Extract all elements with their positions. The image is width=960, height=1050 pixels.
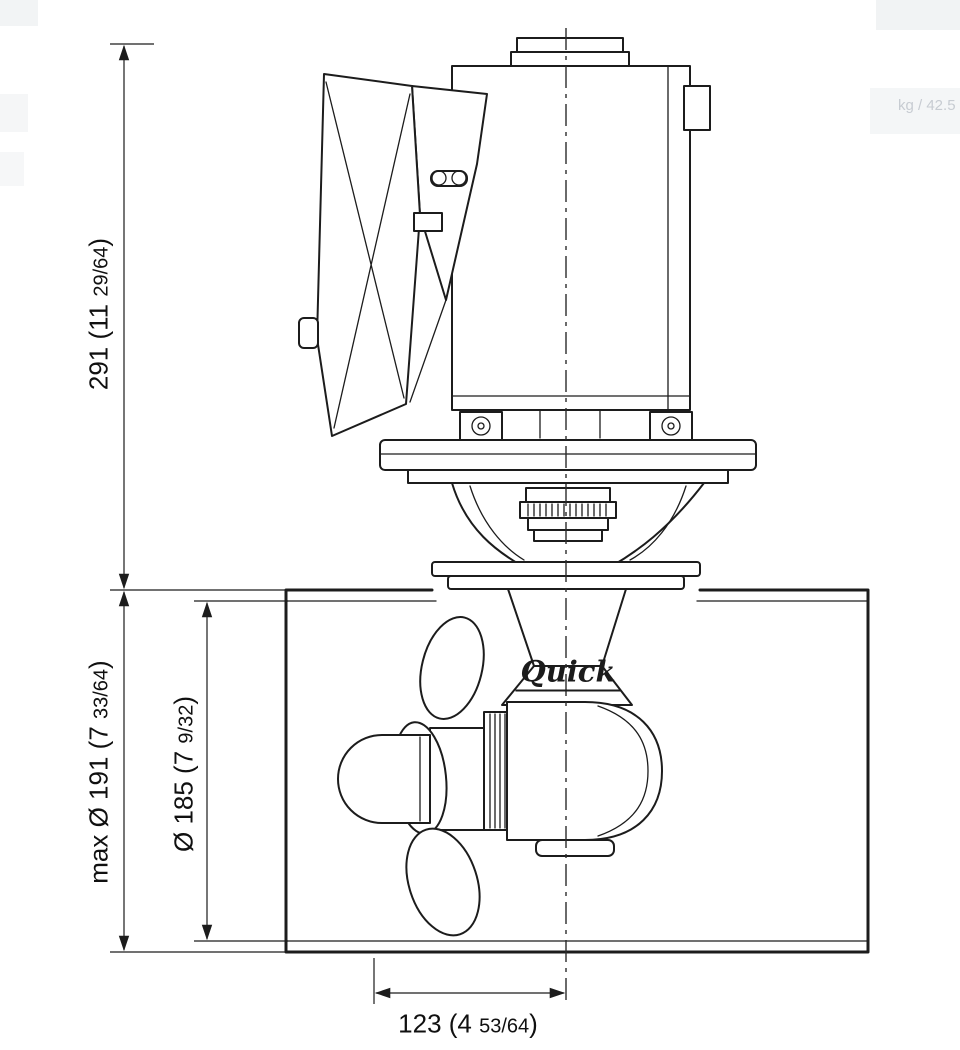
lift-handle xyxy=(430,170,468,187)
dim-text: 123 (4 xyxy=(398,1008,480,1039)
tunnel-diameter-dim-label: Ø 185 (7 9/32) xyxy=(169,696,200,852)
dim-text: Ø 185 (7 xyxy=(168,743,199,853)
max-diameter-dim-label: max Ø 191 (7 33/64) xyxy=(84,660,115,883)
dim-text: ) xyxy=(529,1008,538,1039)
quick-brand-logo: Quick xyxy=(515,655,621,692)
mounting-flange xyxy=(379,439,757,484)
dim-fraction: 53/64 xyxy=(479,1015,530,1038)
background-patches xyxy=(0,0,960,186)
kg-watermark-text: kg / 42.5 xyxy=(898,97,956,114)
propeller xyxy=(337,616,487,937)
junction-box xyxy=(683,85,711,131)
control-cover xyxy=(298,73,488,437)
dim-fraction: 29/64 xyxy=(90,246,113,297)
overall-height-dim-label: 291 (11 29/64) xyxy=(84,238,115,390)
dim-fraction: 9/32 xyxy=(175,704,198,744)
dim-text: ) xyxy=(168,695,199,705)
propeller-blade-upper xyxy=(419,616,485,720)
gearbox-pod xyxy=(483,701,663,857)
dim-text: ) xyxy=(83,660,114,669)
dim-text: 291 (11 xyxy=(83,296,114,391)
dim-fraction: 33/64 xyxy=(90,668,113,719)
hull-tunnel xyxy=(284,588,870,954)
propeller-hub-cap xyxy=(337,734,431,824)
dim-text: ) xyxy=(83,237,114,247)
motor-assembly xyxy=(451,37,711,441)
setback-dim-label: 123 (4 53/64) xyxy=(398,1009,538,1040)
cover-latch xyxy=(298,317,319,349)
propeller-blade-lower xyxy=(405,827,481,937)
dimension-lines xyxy=(110,43,566,1004)
pod-anode xyxy=(535,839,615,857)
dim-text: max Ø 191 (7 xyxy=(83,719,114,884)
